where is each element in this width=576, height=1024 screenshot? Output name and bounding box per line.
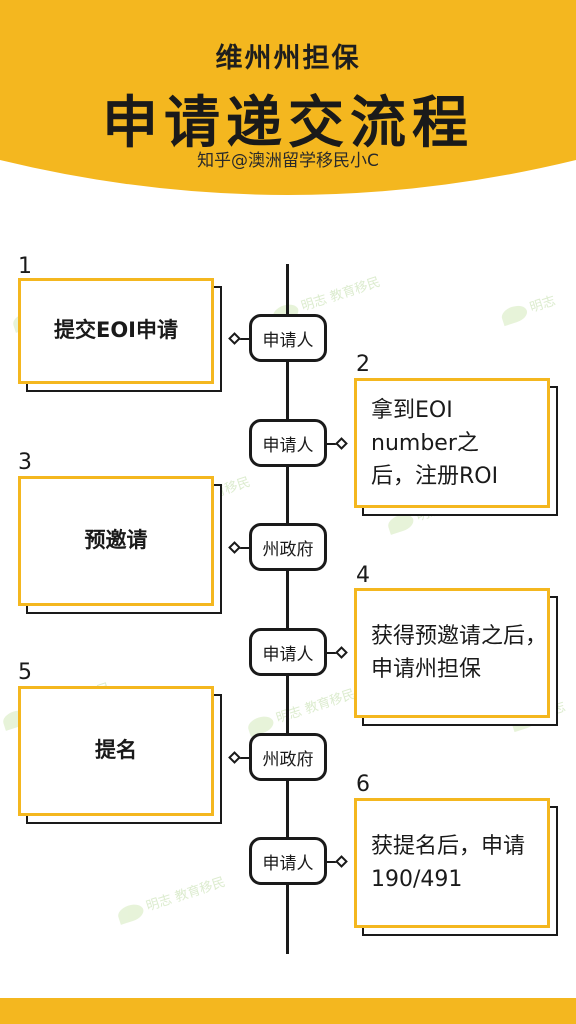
connector-diamond: [335, 855, 348, 868]
connector: [327, 652, 343, 654]
actor-badge: 申请人: [249, 628, 327, 676]
step-card: 预邀请: [18, 476, 214, 606]
step-text: 获得预邀请之后，申请州担保: [371, 624, 548, 682]
step-number: 6: [356, 772, 370, 797]
step-card: 提名: [18, 686, 214, 816]
step-number: 3: [18, 450, 32, 475]
connector: [327, 861, 343, 863]
connector: [236, 338, 250, 340]
header: 维州州担保 申请递交流程 知乎@澳洲留学移民小C: [0, 0, 576, 260]
timeline-line: [286, 264, 289, 954]
header-background: [0, 0, 576, 195]
step-card: 提交EOI申请: [18, 278, 214, 384]
step-number: 1: [18, 254, 32, 279]
actor-badge: 申请人: [249, 314, 327, 362]
step-card: 拿到EOI number之后，注册ROI: [354, 378, 550, 508]
step-number: 2: [356, 352, 370, 377]
connector: [327, 443, 343, 445]
watermark-logo: 明志 教育移民: [245, 683, 358, 737]
connector-diamond: [228, 541, 241, 554]
connector-diamond: [335, 437, 348, 450]
step-text: 拿到EOI number之后，注册ROI: [371, 397, 499, 489]
step-number: 5: [18, 660, 32, 685]
credit-text: 知乎@澳洲留学移民小C: [197, 151, 379, 171]
step-card: 获提名后，申请190/491: [354, 798, 550, 928]
step-text: 提交EOI申请: [53, 318, 178, 343]
actor-badge: 州政府: [249, 523, 327, 571]
watermark-logo: 明志: [498, 290, 558, 326]
connector-diamond: [228, 751, 241, 764]
footer-bar: [0, 998, 576, 1024]
step-card: 获得预邀请之后，申请州担保: [354, 588, 550, 718]
actor-badge: 申请人: [249, 419, 327, 467]
step-text: 获提名后，申请190/491: [371, 834, 526, 892]
actor-badge: 州政府: [249, 733, 327, 781]
actor-badge: 申请人: [249, 837, 327, 885]
connector-diamond: [335, 646, 348, 659]
subtitle: 维州州担保: [215, 43, 361, 74]
connector: [236, 757, 250, 759]
page-title: 申请递交流程: [102, 91, 474, 156]
watermark-logo: 明志 教育移民: [115, 871, 228, 925]
step-text: 预邀请: [84, 528, 148, 553]
connector-diamond: [228, 332, 241, 345]
step-text: 提名: [95, 738, 137, 763]
connector: [236, 547, 250, 549]
step-number: 4: [356, 563, 370, 588]
